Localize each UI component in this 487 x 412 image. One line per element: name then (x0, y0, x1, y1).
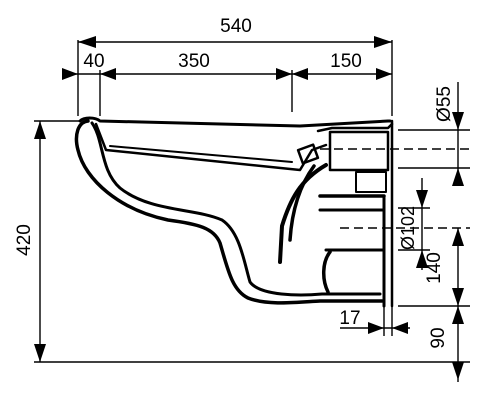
toilet-outline (74, 116, 394, 308)
dim-540-label: 540 (220, 16, 252, 37)
rim-top (78, 116, 392, 128)
arrow-90-top (452, 306, 464, 324)
flush-channel (94, 122, 328, 172)
arrow-420-top (34, 121, 46, 139)
arrow-350-right (276, 68, 292, 80)
dim-350-label: 350 (178, 51, 210, 72)
inlet-connector (328, 130, 390, 172)
dim-140-label: 140 (424, 252, 445, 284)
bowl-inner-curve (90, 121, 382, 297)
dim-102-label: Ø102 (398, 206, 418, 250)
arrow-540-right (374, 36, 392, 48)
arrow-540-left (78, 36, 96, 48)
flush-channel-lower (109, 145, 293, 163)
arrow-150-left (292, 68, 308, 80)
dim-90-label: 90 (428, 327, 449, 348)
arrow-40-right (100, 68, 116, 80)
dim-40-label: 40 (83, 51, 104, 72)
arrow-heads (34, 36, 464, 380)
arrow-55-top (452, 112, 464, 130)
dim-17-label: 17 (339, 308, 360, 329)
arrow-55-bottom (452, 168, 464, 186)
arrow-140-bottom (452, 288, 464, 306)
inlet-nut (296, 143, 320, 165)
dim-420-label: 420 (14, 224, 35, 256)
arrow-102-top (416, 190, 428, 208)
inlet-flange (316, 122, 394, 133)
centre-lines (320, 148, 470, 229)
arrow-90-bottom (452, 362, 464, 380)
arrow-102-bottom (416, 250, 428, 268)
dim-150-label: 150 (330, 51, 362, 72)
trap-wall-inner (288, 164, 316, 242)
fixing-block (355, 171, 387, 193)
trap-wall (278, 163, 328, 264)
arrow-17-right (392, 322, 408, 334)
arrow-140-top (452, 228, 464, 246)
bowl-outer-profile (74, 119, 384, 305)
trap-outlet-lip (322, 250, 332, 294)
arrow-150-right (376, 68, 392, 80)
arrow-40-left (62, 68, 78, 80)
arrow-420-bottom (34, 344, 46, 362)
dim-55-label: Ø55 (434, 86, 455, 122)
arrow-17-left (368, 322, 384, 334)
